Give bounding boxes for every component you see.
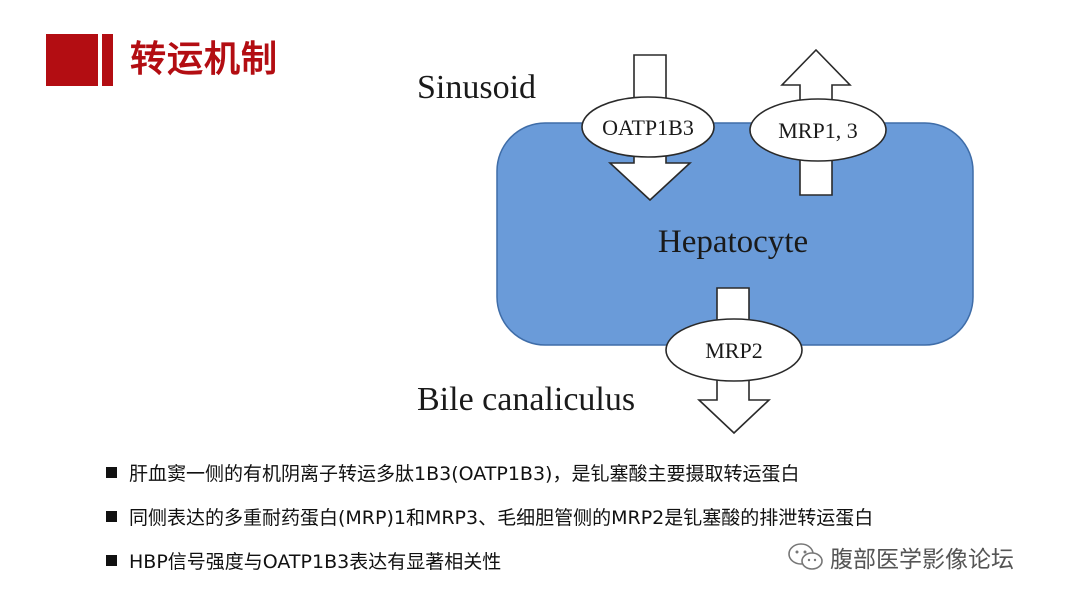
sinusoid-label: Sinusoid bbox=[417, 69, 536, 106]
mrp2-ellipse bbox=[665, 318, 803, 382]
bullet-square-icon bbox=[106, 554, 117, 566]
bullet-list: 肝血窦一侧的有机阴离子转运多肽1B3(OATP1B3)，是钆塞酸主要摄取转运蛋白… bbox=[106, 450, 873, 582]
mrp2-label: MRP2 bbox=[705, 338, 762, 363]
list-item: 同侧表达的多重耐药蛋白(MRP)1和MRP3、毛细胆管侧的MRP2是钆塞酸的排泄… bbox=[106, 494, 873, 538]
page-title: 转运机制 bbox=[130, 39, 279, 80]
oatp1b3-label: OATP1B3 bbox=[602, 115, 694, 140]
watermark-text: 腹部医学影像论坛 bbox=[830, 547, 1014, 573]
bullet-square-icon bbox=[106, 510, 117, 522]
hepatocyte-label: Hepatocyte bbox=[658, 224, 808, 260]
title-decor-block bbox=[46, 34, 98, 86]
mrp13-label: MRP1, 3 bbox=[778, 118, 857, 143]
mrp13-ellipse bbox=[749, 98, 887, 162]
bullet-text: 肝血窦一侧的有机阴离子转运多肽1B3(OATP1B3)，是钆塞酸主要摄取转运蛋白 bbox=[129, 462, 800, 485]
bullet-square-icon bbox=[106, 466, 117, 478]
list-item: HBP信号强度与OATP1B3表达有显著相关性 bbox=[106, 538, 873, 582]
watermark: 腹部医学影像论坛 bbox=[786, 540, 1014, 574]
oatp1b3-ellipse bbox=[581, 96, 715, 158]
bile-canaliculus-label: Bile canaliculus bbox=[417, 381, 635, 418]
bullet-text: HBP信号强度与OATP1B3表达有显著相关性 bbox=[129, 550, 502, 573]
title-decor-bar bbox=[102, 34, 113, 86]
wechat-icon bbox=[788, 543, 823, 570]
list-item: 肝血窦一侧的有机阴离子转运多肽1B3(OATP1B3)，是钆塞酸主要摄取转运蛋白 bbox=[106, 450, 873, 494]
bullet-text: 同侧表达的多重耐药蛋白(MRP)1和MRP3、毛细胆管侧的MRP2是钆塞酸的排泄… bbox=[129, 506, 874, 529]
